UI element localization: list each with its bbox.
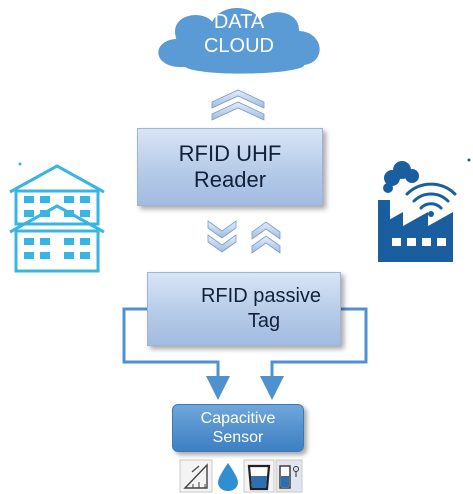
tag-uplink-chevrons — [251, 221, 281, 254]
rfid-reader-box: RFID UHF Reader — [137, 128, 323, 206]
downlink-chevrons — [207, 220, 237, 253]
cloud-label-line2: CLOUD — [203, 35, 274, 57]
level-gauge-icon — [275, 459, 303, 493]
dot-icon — [18, 162, 22, 166]
tag-label-line1: RFID passive — [200, 285, 322, 307]
tag-sensor-connectors — [122, 307, 368, 400]
uplink-chevrons — [211, 89, 265, 121]
factory-wifi-icon — [378, 158, 471, 262]
data-cloud-label: DATA CLOUD — [165, 10, 313, 58]
ruler-icon — [179, 459, 213, 493]
cloud-label-line1: DATA — [213, 11, 265, 33]
right-connector — [260, 307, 368, 400]
building-icon — [9, 164, 105, 273]
tag-label-line2: Tag — [247, 310, 281, 332]
reader-label-line2: Reader — [193, 167, 267, 192]
water-drop-icon — [213, 460, 243, 492]
rfid-tag-box: RFID passive Tag — [147, 272, 341, 346]
left-connector — [122, 307, 230, 400]
reader-label-line1: RFID UHF — [178, 141, 282, 166]
sensor-label-line1: Capacitive — [200, 410, 276, 427]
sensor-label-line2: Sensor — [212, 429, 264, 446]
capacitive-sensor-box: Capacitive Sensor — [172, 404, 304, 452]
data-cloud-shape — [156, 5, 322, 76]
beaker-icon — [243, 459, 275, 493]
